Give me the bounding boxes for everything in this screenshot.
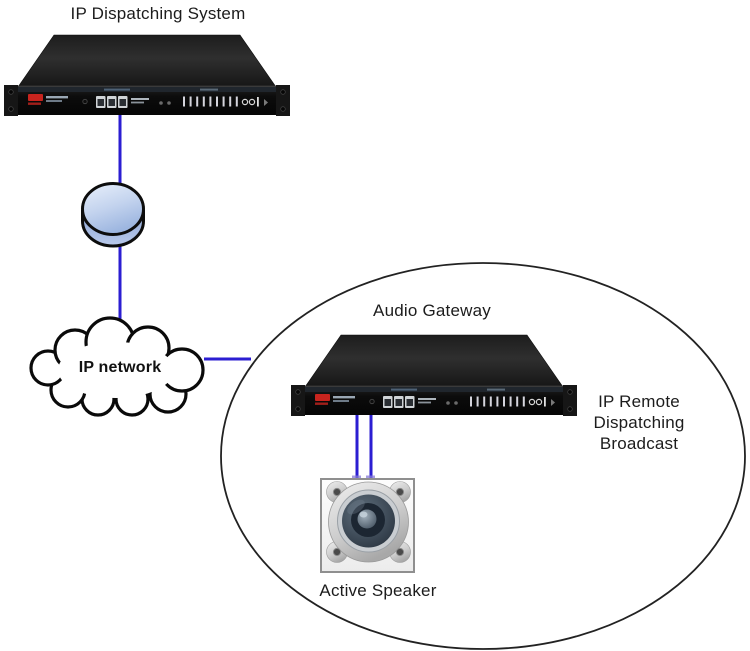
rack-device-audio-gateway [290, 334, 578, 417]
connection-lines [118, 112, 373, 479]
speaker-connector-tab [366, 475, 375, 480]
speaker-screws-icon [332, 487, 405, 557]
label-audio-gateway: Audio Gateway [373, 301, 491, 320]
speaker-sheen [347, 499, 365, 515]
label-ip-remote-dispatching-broadcast: IP Remote Dispatching Broadcast [559, 391, 719, 454]
network-hub-cylinder [81, 182, 145, 248]
speaker-connector-tab [352, 475, 361, 480]
label-ip-network: IP network [78, 359, 162, 376]
active-speaker-image [320, 478, 415, 573]
label-ip-dispatching-system: IP Dispatching System [70, 4, 246, 23]
label-active-speaker: Active Speaker [319, 581, 437, 600]
speaker-highlight [359, 511, 368, 518]
zone-label-line-3: Broadcast [599, 434, 679, 453]
ip-network-cloud [29, 316, 205, 417]
zone-label-line-1: IP Remote [598, 392, 680, 411]
rack-device-ip-dispatching-system [3, 34, 291, 117]
speaker-dust-cap [357, 509, 377, 529]
zone-label-line-2: Dispatching [593, 413, 685, 432]
